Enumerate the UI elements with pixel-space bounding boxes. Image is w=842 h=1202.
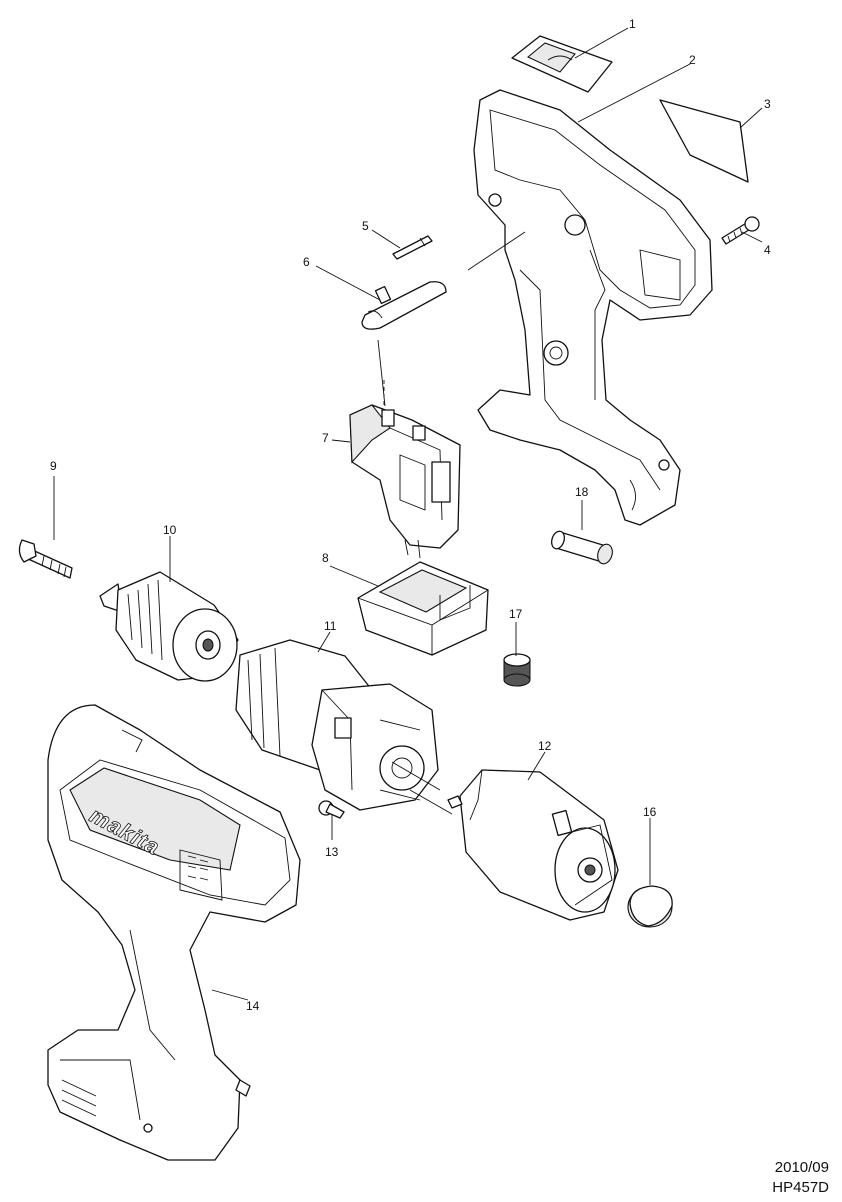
part-9-screw — [18, 539, 73, 579]
callout-numbers: 1 2 3 4 5 6 7 8 9 10 11 12 13 14 16 17 1… — [50, 17, 771, 1013]
callout-8: 8 — [322, 551, 329, 565]
callout-2: 2 — [689, 53, 696, 67]
part-16-cap — [627, 885, 673, 928]
callout-14: 14 — [246, 999, 260, 1013]
callout-10: 10 — [163, 523, 177, 537]
part-3-label — [659, 99, 749, 183]
part-1-slide-plate — [511, 35, 613, 93]
footer-model-number: HP457D — [772, 1179, 829, 1196]
part-12-motor — [447, 769, 619, 921]
callout-3: 3 — [764, 97, 771, 111]
part-14-housing-left: makita — [47, 704, 301, 1161]
part-7-switch — [349, 404, 461, 559]
part-5-pin — [392, 235, 433, 260]
part-8-holder — [357, 561, 489, 656]
callout-13: 13 — [325, 845, 339, 859]
callout-18: 18 — [575, 485, 589, 499]
callout-9: 9 — [50, 459, 57, 473]
part-10-chuck — [99, 571, 239, 682]
part-11-gear-assembly — [235, 639, 439, 811]
callout-12: 12 — [538, 739, 552, 753]
callout-6: 6 — [303, 255, 310, 269]
footer-date: 2010/09 — [774, 1159, 829, 1176]
part-18-sleeve — [551, 530, 613, 565]
callout-16: 16 — [643, 805, 657, 819]
callout-4: 4 — [764, 243, 771, 257]
part-13-screw — [318, 800, 345, 819]
part-2-housing — [473, 89, 713, 526]
part-6-lever — [361, 281, 447, 330]
callout-1: 1 — [629, 17, 636, 31]
callout-11: 11 — [324, 619, 337, 633]
callout-7: 7 — [322, 431, 329, 445]
part-4-screw — [721, 216, 760, 245]
callout-17: 17 — [509, 607, 523, 621]
part-17-bushing — [503, 653, 531, 687]
callout-5: 5 — [362, 219, 369, 233]
leader-lines — [53, 27, 763, 1001]
